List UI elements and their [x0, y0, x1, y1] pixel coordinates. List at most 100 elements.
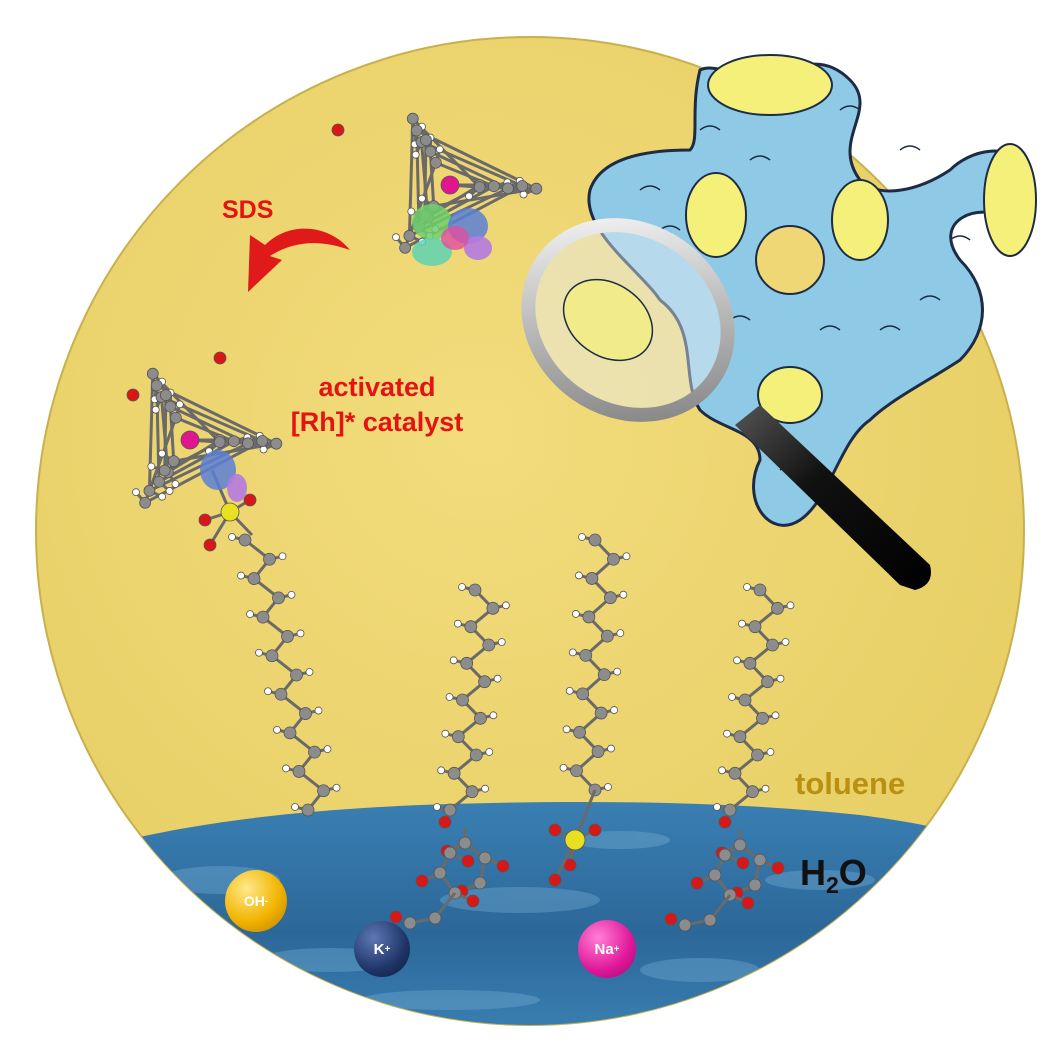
carbon-atom — [213, 436, 226, 449]
hydrogen-atom — [445, 693, 454, 701]
carbon-atom — [458, 836, 472, 850]
carbon-atom — [473, 181, 486, 194]
oxygen-atom — [213, 351, 227, 365]
hydrogen-atom — [314, 706, 323, 715]
carbon-atom — [771, 601, 784, 615]
carbon-atom — [733, 730, 747, 744]
potassium-ion-charge: + — [384, 943, 391, 955]
hydrogen-atom — [175, 400, 184, 409]
carbon-atom — [428, 911, 442, 925]
carbon-atom — [247, 572, 261, 585]
carbon-atom — [460, 656, 474, 670]
orbital-lobe — [441, 226, 469, 250]
hydrogen-atom — [718, 766, 726, 775]
oxygen-atom — [548, 873, 562, 887]
sodium-ion-text: Na — [594, 940, 614, 958]
carbon-atom — [588, 533, 602, 547]
oxygen-atom — [690, 876, 704, 890]
oxygen-atom — [718, 815, 732, 829]
pore-left — [685, 172, 747, 258]
orbital-lobes-activated — [200, 450, 247, 502]
hydrogen-atom — [332, 783, 341, 792]
activated-label-line1: activated — [318, 372, 436, 402]
carbon-atom — [723, 803, 737, 817]
carbon-atom — [274, 687, 288, 701]
carbon-atom — [753, 583, 767, 597]
hydrogen-atom — [228, 533, 236, 541]
surfactant-chains — [228, 533, 795, 932]
pore-right — [983, 143, 1037, 257]
pore-top — [707, 54, 833, 116]
carbon-atom — [433, 866, 447, 880]
hydrogen-atom — [733, 656, 741, 665]
carbon-atom — [751, 748, 764, 762]
rhodium-atom — [440, 175, 460, 195]
hydrogen-atom — [255, 648, 263, 657]
carbon-atom — [746, 785, 759, 799]
hydrogen-atom — [738, 619, 746, 628]
hydrogen-atom — [565, 686, 574, 695]
hydrogen-atom — [559, 763, 568, 772]
hydrogen-atom — [305, 668, 314, 676]
hydrogen-atom — [449, 656, 458, 665]
hydrogen-atom — [435, 145, 444, 154]
activated-catalyst-label: activated [Rh]* catalyst — [262, 370, 492, 440]
oxygen-atom — [331, 123, 345, 137]
hydrogen-atom — [273, 725, 281, 734]
hydrogen-atom — [578, 533, 586, 541]
hydrogen-atom — [259, 445, 268, 454]
hydrogen-atom — [323, 745, 332, 754]
framework-structure — [587, 54, 1037, 527]
carbon-atom — [678, 918, 692, 932]
hydrogen-atom — [519, 190, 528, 199]
hydrogen-atom — [171, 480, 180, 488]
carbon-atom — [766, 638, 779, 652]
orbital-lobe — [412, 238, 452, 266]
carbon-atom — [272, 591, 285, 605]
hydrogen-atom — [723, 729, 731, 738]
hydrogen-atom — [453, 619, 462, 628]
carbon-atom — [456, 693, 469, 707]
hydrogen-atom — [441, 729, 450, 738]
hydrogen-atom — [481, 784, 489, 793]
carbon-atom — [597, 668, 611, 682]
sulfur-atom — [220, 502, 240, 522]
oxygen-atom — [548, 823, 562, 837]
hydrogen-atom — [418, 194, 426, 203]
carbon-atom — [429, 156, 442, 169]
carbon-atom — [603, 591, 617, 605]
carbon-atom — [292, 765, 306, 778]
carbon-atom — [406, 112, 419, 125]
carbon-atom — [299, 707, 312, 720]
carbon-atom — [474, 711, 487, 725]
hydrogen-atom — [771, 711, 780, 720]
hydrogen-atom — [278, 552, 287, 561]
carbon-atom — [761, 675, 774, 689]
carbon-atom — [464, 620, 478, 634]
oxygen-atom — [771, 861, 785, 875]
hydroxide-ion-text: OH — [243, 893, 265, 909]
hydrogen-atom — [151, 405, 160, 414]
carbon-atom — [443, 846, 457, 860]
oxygen-atom — [198, 513, 212, 527]
carbon-atom — [270, 437, 283, 450]
carbon-atom — [718, 848, 732, 862]
magnifier-ring — [521, 218, 735, 422]
carbon-atom — [169, 411, 182, 424]
pore-bottom — [757, 366, 823, 424]
bond — [147, 373, 155, 491]
hydrogen-atom — [619, 590, 628, 599]
carbon-atom — [227, 435, 240, 448]
hydrogen-atom — [246, 610, 254, 619]
carbon-atom — [290, 668, 303, 682]
carbon-atom — [308, 745, 321, 759]
hydrogen-atom — [713, 803, 721, 811]
carbon-atom — [576, 687, 590, 701]
hydrogen-atom — [165, 487, 174, 495]
water-phase — [36, 802, 1024, 1025]
carbon-atom — [281, 630, 294, 643]
hydrogen-atom — [571, 610, 580, 618]
hydrogen-atom — [776, 674, 785, 683]
hydrogen-atom — [465, 192, 473, 201]
curved-arrow-icon — [248, 228, 350, 292]
